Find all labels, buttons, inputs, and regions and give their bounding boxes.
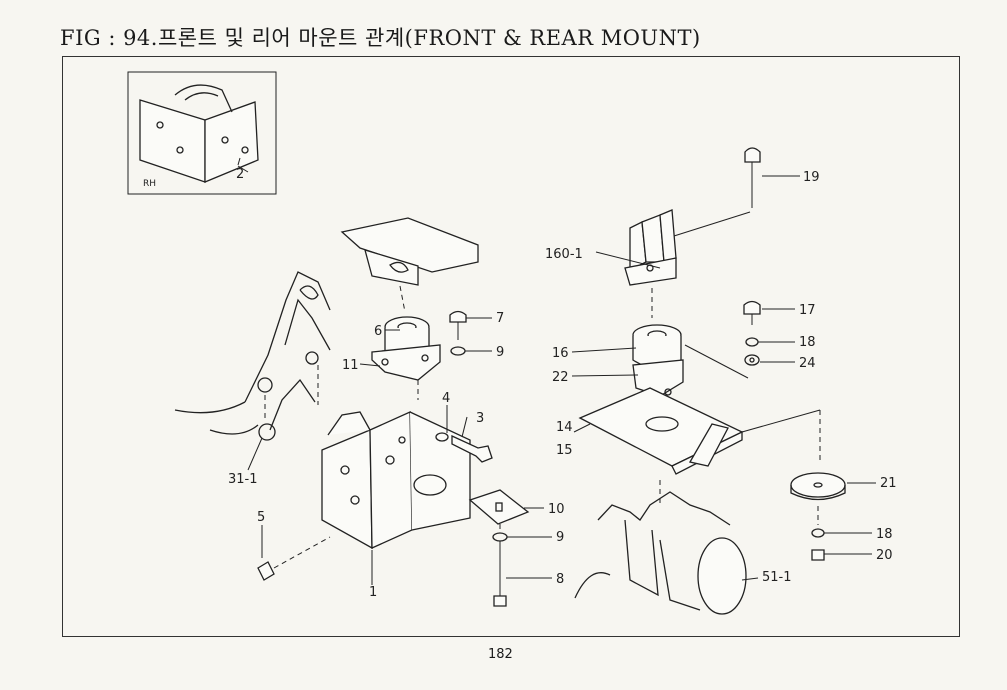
callout-18-upper: 18 [799, 335, 816, 350]
leader-lines [237, 165, 876, 585]
figure-title: FIG : 94.프론트 및 리어 마운트 관계(FRONT & REAR MO… [60, 26, 701, 50]
callout-10: 10 [548, 502, 565, 517]
callout-21: 21 [880, 476, 897, 491]
front-bracket [321, 411, 471, 550]
transmission-case [574, 480, 759, 615]
inset-rh-bracket [127, 71, 277, 195]
front-frame-member [340, 217, 479, 313]
callout-15: 15 [556, 443, 573, 458]
callout-9-lower: 9 [556, 530, 564, 545]
callout-22: 22 [552, 370, 569, 385]
callout-6: 6 [374, 324, 382, 339]
callout-3: 3 [476, 411, 484, 426]
page-number: 182 [488, 647, 513, 662]
callout-31-1: 31-1 [228, 472, 258, 487]
rear-mount-plate [578, 387, 821, 475]
callout-17: 17 [799, 303, 816, 318]
callout-160-1: 160-1 [545, 247, 583, 262]
callout-labels: RH 2 19 160-1 7 6 9 11 17 18 24 16 22 4 … [143, 167, 897, 600]
front-engine-mount [371, 316, 441, 400]
callout-18-lower: 18 [876, 527, 893, 542]
front-lower-fasteners [468, 489, 530, 607]
callout-24: 24 [799, 356, 816, 371]
callout-51-1: 51-1 [762, 570, 792, 585]
callout-19: 19 [803, 170, 820, 185]
front-bolt-7 [449, 310, 467, 356]
callout-8: 8 [556, 572, 564, 587]
rear-engine-mount [632, 324, 749, 397]
callout-20: 20 [876, 548, 893, 563]
inset-side-label: RH [143, 179, 156, 189]
callout-14: 14 [556, 420, 573, 435]
callout-7: 7 [496, 311, 504, 326]
callout-16: 16 [552, 346, 569, 361]
diagram-frame [62, 56, 960, 637]
rear-mount-bracket [624, 147, 761, 318]
front-bolt-3 [435, 432, 493, 463]
callout-11: 11 [342, 358, 359, 373]
callout-9-upper: 9 [496, 345, 504, 360]
engine-block [174, 271, 331, 441]
callout-2: 2 [236, 167, 244, 182]
callout-1: 1 [369, 585, 377, 600]
callout-4: 4 [442, 391, 450, 406]
rear-cushion-set [790, 472, 846, 561]
rear-hardware-upper [743, 300, 761, 366]
callout-5: 5 [257, 510, 265, 525]
front-pin-5 [257, 536, 331, 581]
